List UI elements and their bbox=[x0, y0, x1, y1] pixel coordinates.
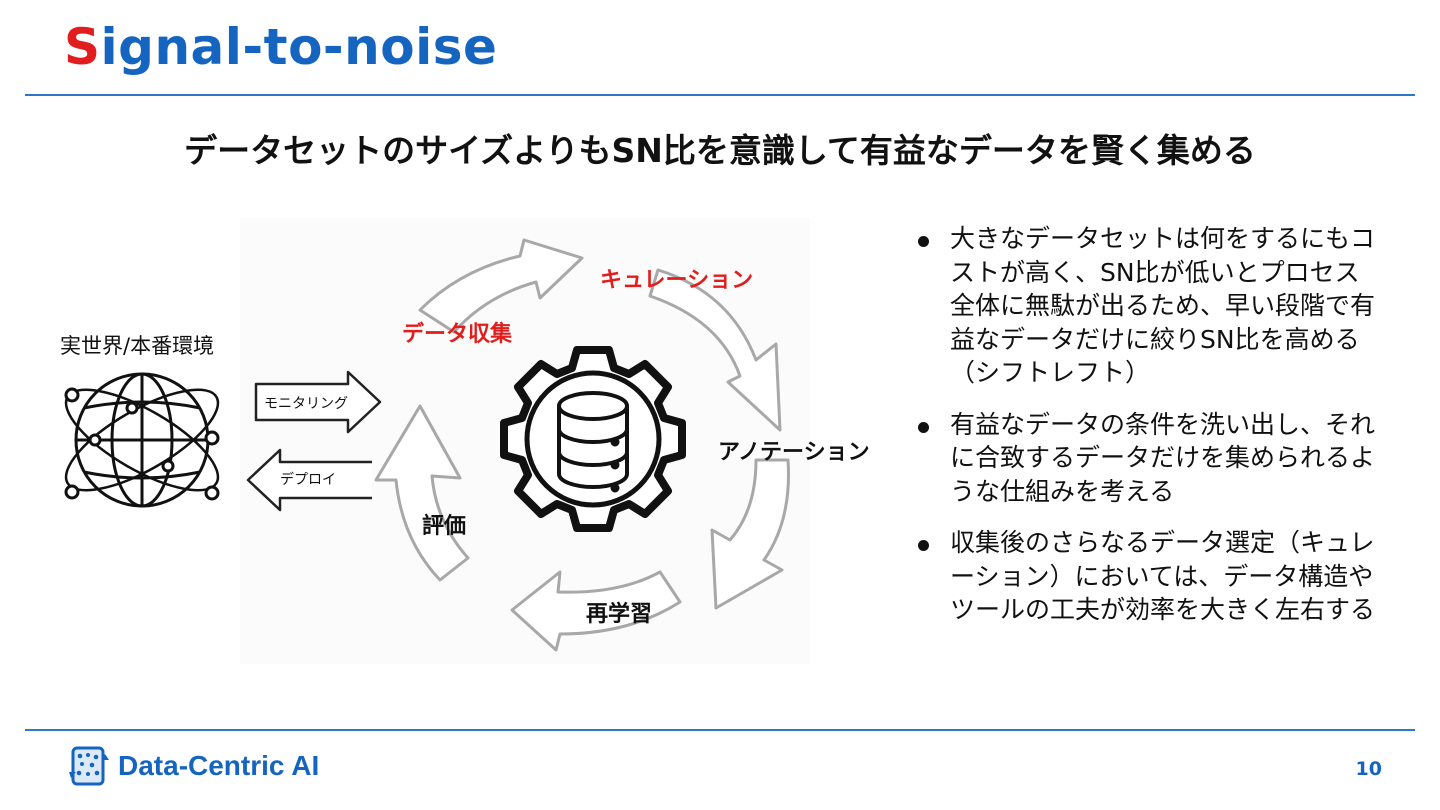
footer-brand: Data-Centric AI bbox=[118, 750, 319, 782]
database-icon bbox=[559, 393, 627, 491]
bullet-item: 収集後のさらなるデータ選定（キュレーション）においては、データ構造やツールの工夫… bbox=[912, 526, 1382, 627]
bullet-marker bbox=[918, 422, 929, 433]
data-centric-logo-icon bbox=[68, 744, 110, 788]
slide-subtitle: データセットのサイズよりもSN比を意識して有益なデータを賢く集める bbox=[0, 124, 1440, 172]
data-cycle-diagram: 実世界/本番環境 モニタリング デプロイ データ収集 キュレーション アノテーシ… bbox=[40, 210, 900, 670]
cycle-label-retraining: 再学習 bbox=[586, 596, 652, 628]
bullet-item: 大きなデータセットは何をするにもコストが高く、SN比が低いとプロセス全体に無駄が… bbox=[912, 222, 1382, 390]
bullet-text: 収集後のさらなるデータ選定（キュレーション）においては、データ構造やツールの工夫… bbox=[950, 528, 1375, 624]
slide-title-rest: ignal-to-noise bbox=[101, 18, 498, 76]
world-label: 実世界/本番環境 bbox=[60, 330, 214, 360]
bullet-text: 有益なデータの条件を洗い出し、それに合致するデータだけを集められるような仕組みを… bbox=[950, 410, 1375, 506]
page-number: 10 bbox=[1356, 758, 1382, 780]
bullet-marker bbox=[918, 540, 929, 551]
bullet-list: 大きなデータセットは何をするにもコストが高く、SN比が低いとプロセス全体に無駄が… bbox=[912, 222, 1382, 645]
slide-title: Signal-to-noise bbox=[64, 18, 497, 76]
cycle-label-annotation: アノテーション bbox=[718, 434, 870, 466]
header-divider bbox=[25, 94, 1415, 96]
bullet-item: 有益なデータの条件を洗い出し、それに合致するデータだけを集められるような仕組みを… bbox=[912, 408, 1382, 509]
monitoring-label: モニタリング bbox=[264, 393, 348, 413]
slide-title-accent: S bbox=[64, 18, 101, 76]
globe-network-icon bbox=[53, 371, 232, 509]
cycle-label-evaluation: 評価 bbox=[422, 508, 466, 540]
bullet-marker bbox=[918, 236, 929, 247]
footer-divider bbox=[25, 729, 1415, 731]
deploy-label: デプロイ bbox=[280, 469, 336, 489]
cycle-label-collection: データ収集 bbox=[402, 316, 512, 348]
cycle-label-curation: キュレーション bbox=[600, 262, 753, 294]
bullet-text: 大きなデータセットは何をするにもコストが高く、SN比が低いとプロセス全体に無駄が… bbox=[950, 224, 1375, 387]
